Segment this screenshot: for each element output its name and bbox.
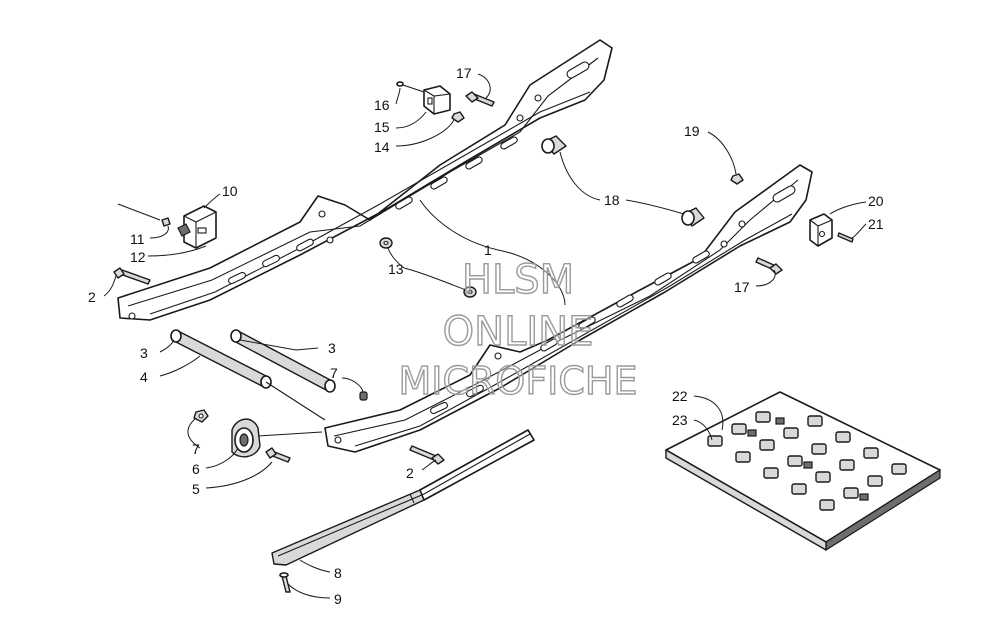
bolt-21 bbox=[837, 232, 854, 243]
callout-8: 8 bbox=[334, 565, 342, 581]
cross-shaft-front bbox=[170, 329, 326, 421]
spacer-18-top bbox=[541, 135, 567, 155]
callout-2-right: 2 bbox=[406, 465, 414, 481]
nut-14 bbox=[451, 111, 465, 123]
callout-4: 4 bbox=[140, 369, 148, 385]
drive-track bbox=[665, 391, 941, 552]
watermark-line-1: HLSM bbox=[462, 257, 574, 303]
callout-3-left: 3 bbox=[140, 345, 148, 361]
callout-17-top: 17 bbox=[456, 65, 472, 81]
back-rail-slots bbox=[128, 61, 590, 320]
screw-11 bbox=[117, 203, 171, 227]
leader-lines bbox=[103, 73, 867, 599]
callout-5: 5 bbox=[192, 481, 200, 497]
washer-13-top bbox=[379, 237, 393, 249]
callout-10: 10 bbox=[222, 183, 238, 199]
stopper-block-15 bbox=[423, 85, 451, 115]
callout-7-right: 7 bbox=[330, 365, 338, 381]
bolt-17-right bbox=[755, 257, 783, 275]
watermark: HLSM ONLINE MICROFICHE bbox=[398, 256, 638, 403]
front-rail-slots bbox=[334, 185, 796, 444]
callout-7-left: 7 bbox=[192, 441, 200, 457]
idler-wheel bbox=[231, 418, 261, 458]
callout-9: 9 bbox=[334, 591, 342, 607]
callout-11: 11 bbox=[130, 231, 145, 247]
callout-20: 20 bbox=[868, 193, 884, 209]
callout-2-left: 2 bbox=[88, 289, 96, 305]
nut-19 bbox=[730, 173, 744, 185]
track-cleats bbox=[707, 411, 907, 511]
callout-15: 15 bbox=[374, 119, 390, 135]
callout-12: 12 bbox=[130, 249, 146, 265]
nut-7-left bbox=[193, 409, 209, 423]
callout-16: 16 bbox=[374, 97, 390, 113]
watermark-line-2: ONLINE bbox=[443, 309, 594, 355]
callout-6: 6 bbox=[192, 461, 200, 477]
callout-17-right: 17 bbox=[734, 279, 750, 295]
callout-3-right: 3 bbox=[328, 340, 336, 356]
callout-22: 22 bbox=[672, 388, 688, 404]
bumper-10 bbox=[177, 205, 217, 249]
watermark-line-3: MICROFICHE bbox=[398, 359, 637, 403]
callout-21: 21 bbox=[868, 216, 884, 232]
front-slide-rail bbox=[324, 164, 813, 453]
bolt-5 bbox=[265, 447, 291, 463]
bushing-7-right bbox=[359, 391, 368, 401]
screw-16 bbox=[396, 81, 425, 93]
bolt-2-right bbox=[409, 445, 445, 465]
cross-shaft-rear bbox=[230, 329, 336, 393]
callout-labels: 1 2 2 3 3 4 5 6 7 7 8 9 10 11 12 13 14 1… bbox=[88, 65, 884, 607]
callout-23: 23 bbox=[672, 412, 688, 428]
callout-18: 18 bbox=[604, 192, 620, 208]
callout-19: 19 bbox=[684, 123, 700, 139]
spacer-18-right bbox=[681, 207, 705, 227]
hyfax-wear-strip bbox=[271, 429, 535, 566]
bumper-20 bbox=[809, 213, 833, 247]
washer-13-lower bbox=[463, 286, 477, 298]
callout-13: 13 bbox=[388, 261, 404, 277]
bolt-2-left bbox=[113, 267, 151, 285]
callout-14: 14 bbox=[374, 139, 390, 155]
callout-1: 1 bbox=[484, 242, 492, 258]
track-clips bbox=[747, 417, 869, 501]
wear-strip-screw bbox=[279, 572, 291, 593]
bolt-17-top bbox=[465, 91, 495, 107]
back-slide-rail bbox=[117, 39, 613, 321]
